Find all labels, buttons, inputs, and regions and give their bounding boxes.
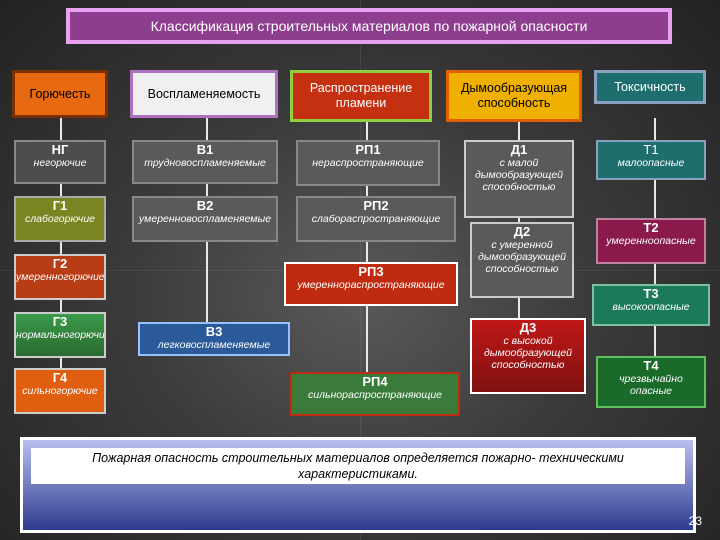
class-rp2: РП2 слабораспространяющие — [296, 196, 456, 242]
class-g4: Г4 сильногорючие — [14, 368, 106, 414]
connector-line — [366, 122, 368, 374]
class-code: Д1 — [510, 142, 528, 157]
class-g1: Г1 слабогорючие — [14, 196, 106, 242]
class-desc: трудновоспламеняемые — [144, 157, 266, 169]
class-desc: сильнораспространяющие — [308, 389, 442, 401]
header-dym: Дымообразующая способность — [446, 70, 582, 122]
class-v1: В1 трудновоспламеняемые — [132, 140, 278, 184]
class-t4: Т4 чрезвычайно опасные — [596, 356, 706, 408]
class-desc: нераспространяющие — [312, 157, 424, 169]
header-gorucest: Горючесть — [12, 70, 108, 118]
page-title: Классификация строительных материалов по… — [66, 8, 672, 44]
class-d1: Д1 с малой дымообразующей способностью — [464, 140, 574, 218]
class-desc: с малой дымообразующей способностью — [474, 157, 564, 193]
class-desc: умеренноопасные — [606, 235, 696, 247]
class-rp1: РП1 нераспространяющие — [296, 140, 440, 186]
footer-panel: Пожарная опасность строительных материал… — [20, 437, 696, 533]
class-desc: малоопасные — [617, 157, 685, 169]
class-code: Д2 — [513, 224, 531, 239]
class-code: Г2 — [52, 256, 68, 271]
header-toks: Токсичность — [594, 70, 706, 104]
class-g2: Г2 умеренногорючие — [14, 254, 106, 300]
class-code: РП3 — [358, 264, 384, 279]
class-g3: Г3 нормальногорючие — [14, 312, 106, 358]
class-code: Г3 — [52, 314, 68, 329]
class-code: В3 — [205, 324, 223, 339]
class-code: Т4 — [643, 358, 659, 373]
class-code: Т1 — [643, 142, 659, 157]
class-desc: негорючие — [33, 157, 87, 169]
header-vospl: Воспламеняемость — [130, 70, 278, 118]
class-desc: легковоспламеняемые — [157, 339, 271, 351]
class-code: Т3 — [643, 286, 659, 301]
class-desc: слабораспространяющие — [311, 213, 441, 225]
page-number: 23 — [688, 514, 702, 528]
connector-line — [60, 118, 62, 368]
class-code: В1 — [196, 142, 214, 157]
class-desc: слабогорючие — [24, 213, 96, 225]
class-desc: умеренногорючие — [16, 271, 105, 283]
class-t2: Т2 умеренноопасные — [596, 218, 706, 264]
header-rasp: Распространение пламени — [290, 70, 432, 122]
class-code: Г1 — [52, 198, 68, 213]
class-rp4: РП4 сильнораспространяющие — [290, 372, 460, 416]
class-desc: умереннораспространяющие — [297, 279, 445, 291]
class-code: Г4 — [52, 370, 68, 385]
class-d3: Д3 с высокой дымообразующей способностью — [470, 318, 586, 394]
class-code: Т2 — [643, 220, 659, 235]
class-code: В2 — [196, 198, 214, 213]
class-desc: сильногорючие — [22, 385, 98, 397]
class-desc: высокоопасные — [612, 301, 690, 313]
class-rp3: РП3 умереннораспространяющие — [284, 262, 458, 306]
class-desc: нормальногорючие — [16, 329, 106, 341]
class-v3: В3 легковоспламеняемые — [138, 322, 290, 356]
class-v2: В2 умеренновоспламеняемые — [132, 196, 278, 242]
class-code: Д3 — [519, 320, 537, 335]
class-d2: Д2 с умеренной дымообразующей способност… — [470, 222, 574, 298]
class-code: РП4 — [362, 374, 388, 389]
class-desc: умеренновоспламеняемые — [138, 213, 272, 225]
class-code: НГ — [51, 142, 69, 157]
class-ng: НГ негорючие — [14, 140, 106, 184]
class-desc: с умеренной дымообразующей способностью — [477, 239, 567, 275]
footer-text: Пожарная опасность строительных материал… — [31, 448, 685, 484]
class-t3: Т3 высокоопасные — [592, 284, 710, 326]
class-desc: с высокой дымообразующей способностью — [483, 335, 573, 371]
class-code: РП2 — [363, 198, 389, 213]
class-desc: чрезвычайно опасные — [619, 373, 683, 397]
class-code: РП1 — [355, 142, 381, 157]
class-t1: Т1 малоопасные — [596, 140, 706, 180]
